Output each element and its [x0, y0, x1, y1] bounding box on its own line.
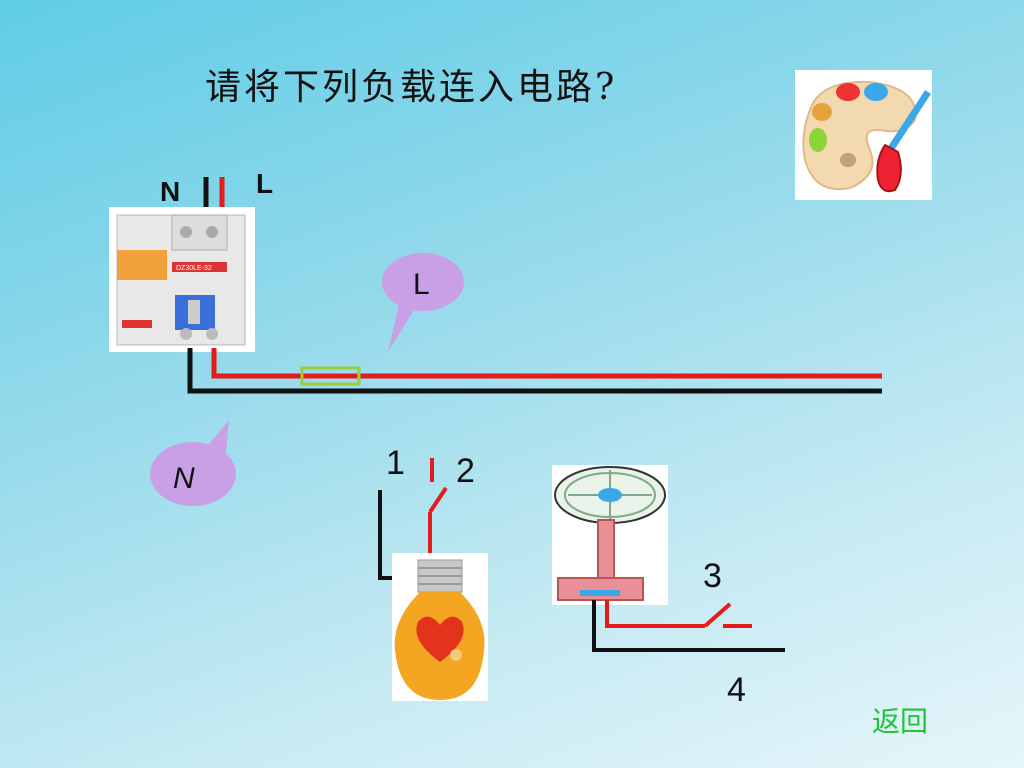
bubble-label-n: N	[173, 462, 195, 495]
light-bulb-icon	[392, 553, 488, 701]
label-2: 2	[456, 452, 475, 490]
bubble-live	[382, 253, 464, 352]
label-l-top: L	[256, 168, 274, 199]
neutral-wire-main	[187, 348, 882, 394]
fan-switch	[703, 602, 732, 628]
label-1: 1	[386, 444, 405, 482]
circuit-breaker: DZ30LE-32	[109, 207, 255, 352]
fan-live-wire	[605, 600, 705, 628]
label-n-top: N	[160, 176, 181, 207]
fan-icon	[552, 465, 668, 605]
bulb-neutral-wire	[378, 490, 392, 580]
fuse	[300, 366, 361, 386]
palette-icon[interactable]	[795, 70, 932, 200]
fan-neutral-wire	[592, 600, 785, 652]
breaker-model: DZ30LE-32	[176, 265, 212, 272]
live-wire-main	[211, 348, 882, 379]
bubble-label-l: L	[413, 268, 430, 301]
label-4: 4	[727, 671, 746, 709]
bubble-neutral	[150, 420, 236, 506]
page-title: 请将下列负载连入电路?	[205, 67, 618, 108]
label-3: 3	[703, 557, 722, 595]
bulb-switch	[428, 486, 448, 514]
back-link[interactable]: 返回	[872, 705, 929, 738]
